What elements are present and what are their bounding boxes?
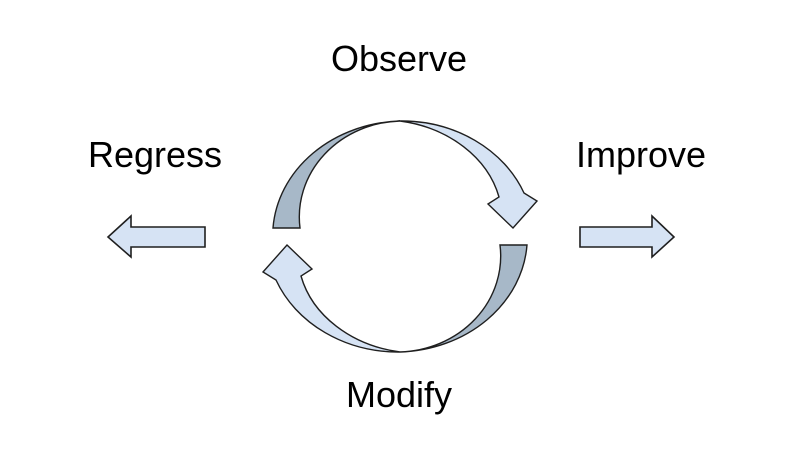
- left-block-arrow-icon: [106, 214, 206, 259]
- label-observe: Observe: [330, 38, 468, 79]
- cycle-bottom-arrow: [261, 243, 528, 353]
- label-regress: Regress: [87, 134, 223, 175]
- cycle-bottom-arrowhead: [261, 243, 401, 353]
- cycle-top-arrow: [272, 120, 539, 230]
- cycle-bottom-arrow-tail: [399, 244, 528, 353]
- right-block-arrow-icon: [579, 214, 676, 259]
- label-modify: Modify: [345, 374, 453, 415]
- label-improve: Improve: [575, 134, 707, 175]
- cycle-top-arrow-tail: [272, 120, 401, 229]
- cycle-top-arrowhead: [399, 120, 539, 230]
